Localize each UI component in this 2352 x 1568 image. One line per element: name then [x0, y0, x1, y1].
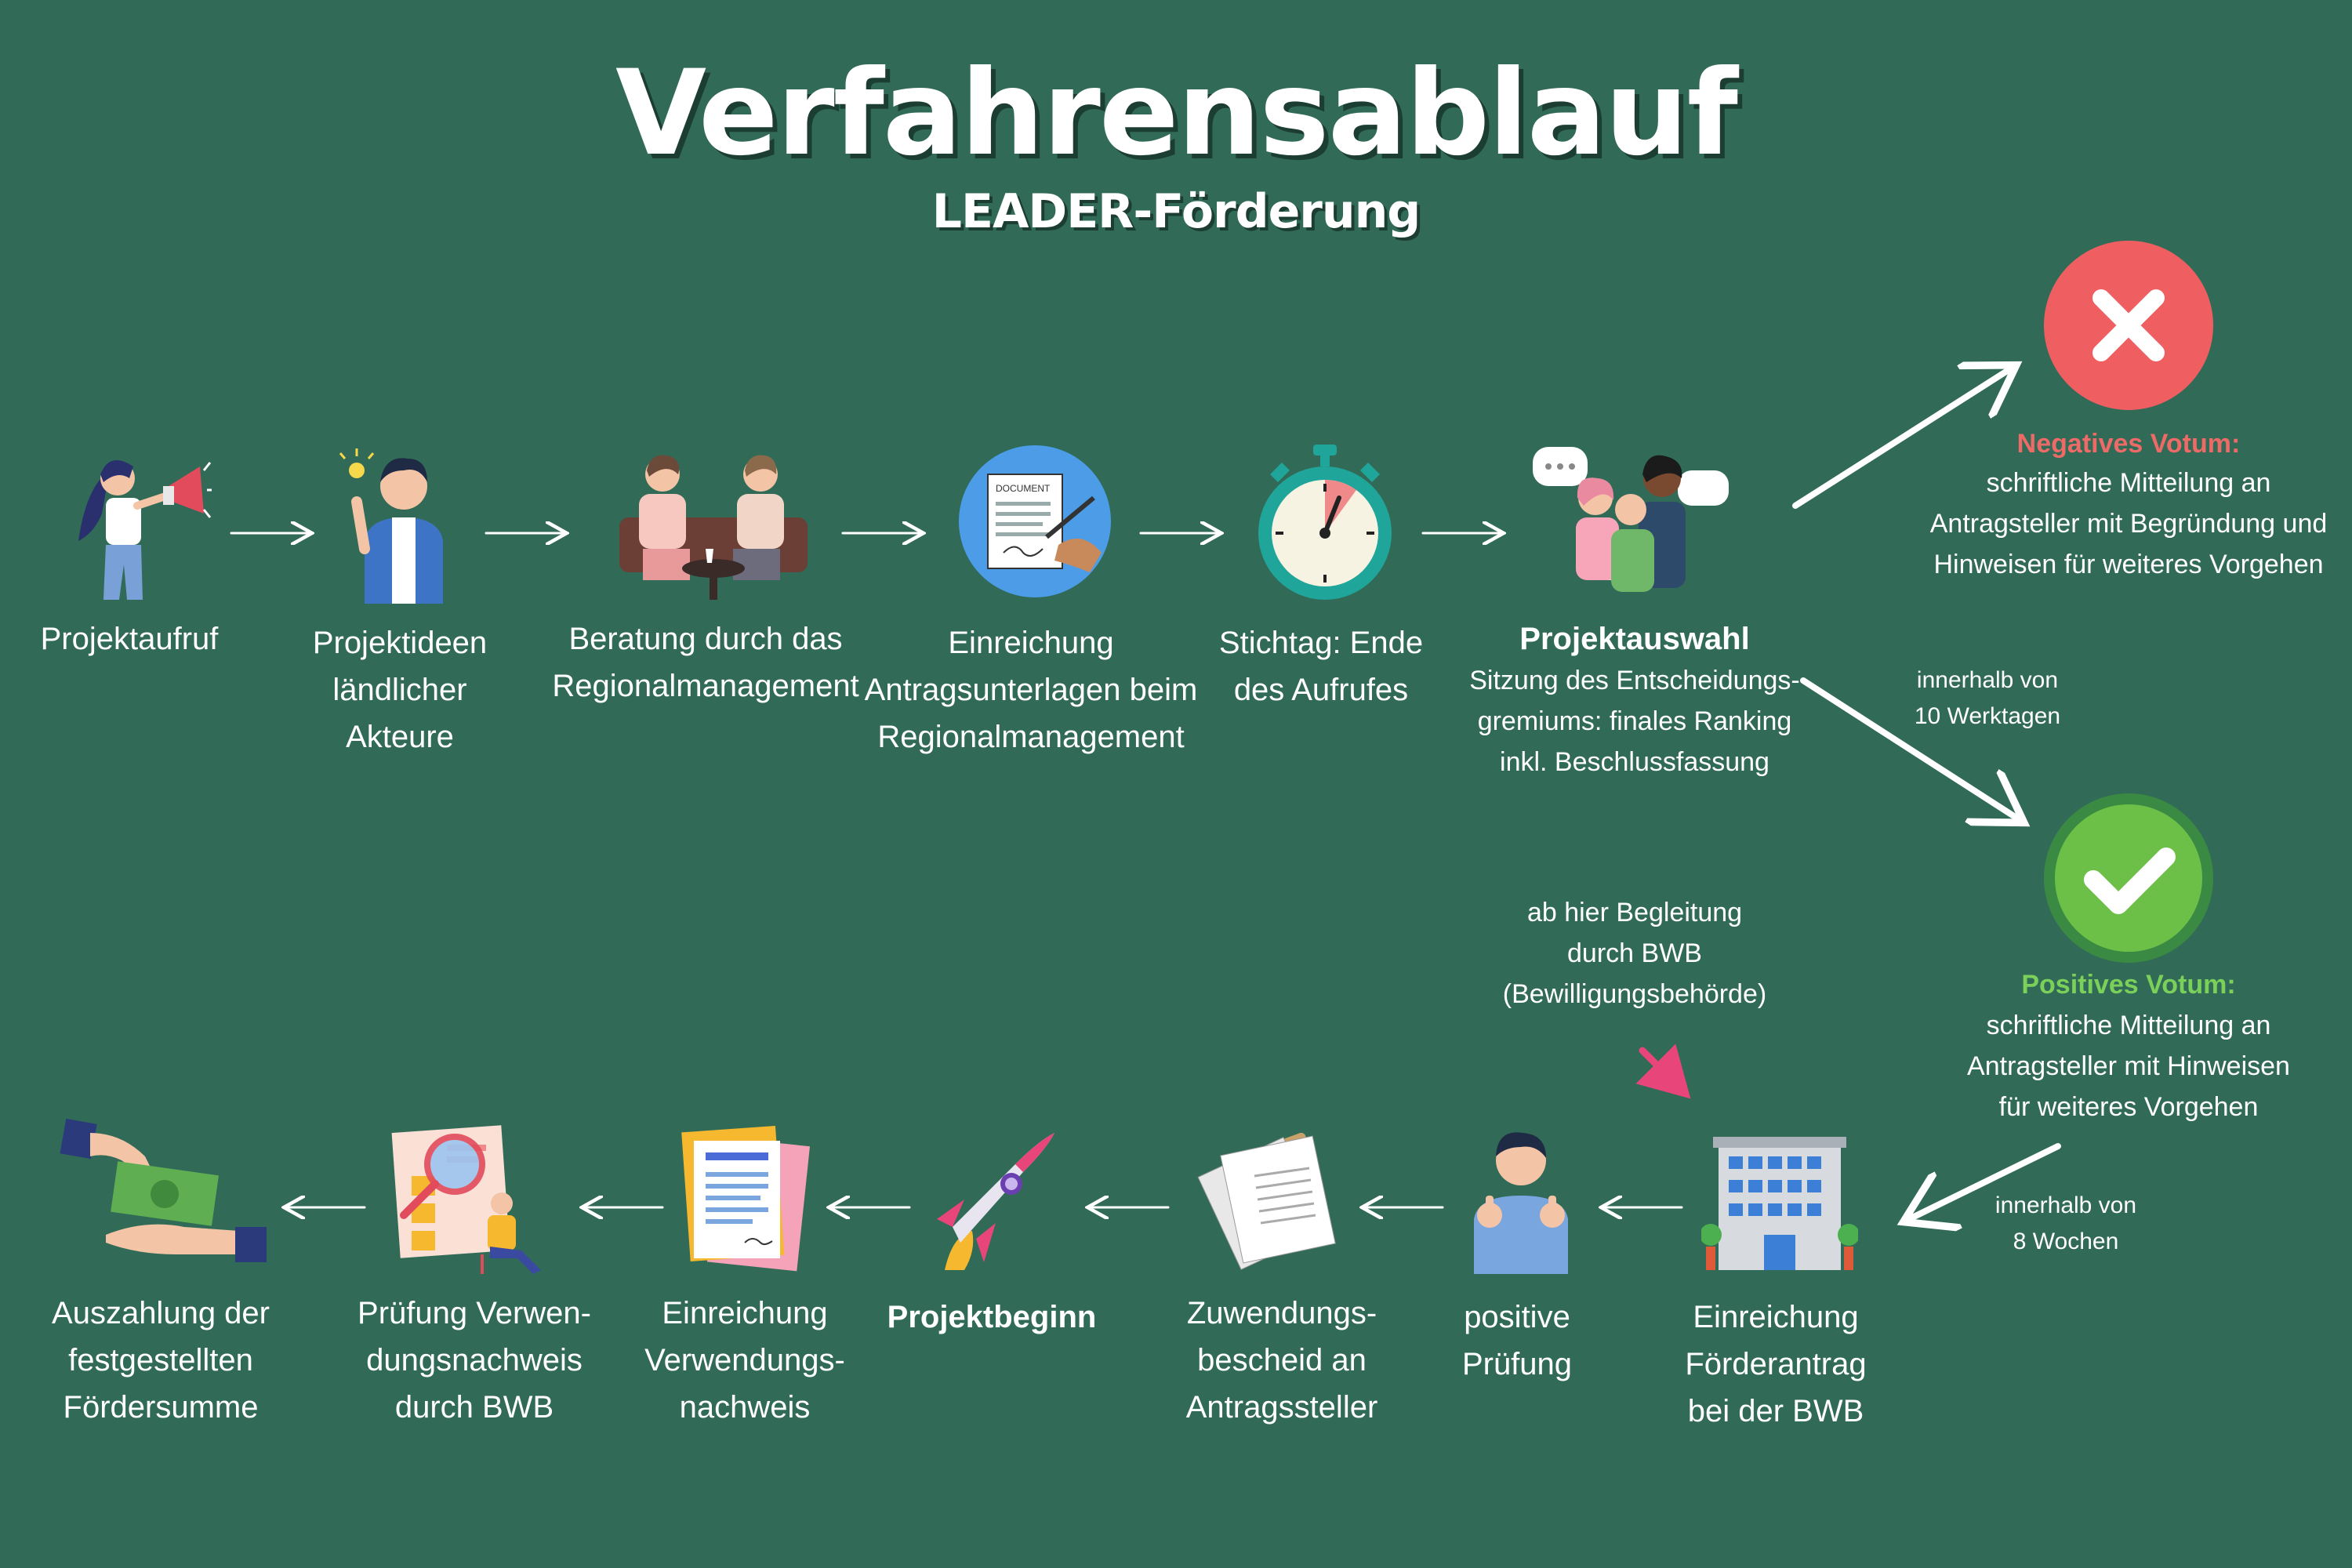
building-icon	[1701, 1137, 1858, 1270]
negative-x-icon	[2044, 241, 2213, 410]
page-subtitle: LEADER-Förderung	[931, 184, 1421, 239]
timing-10-werktage: innerhalb von 10 Werktagen	[1914, 667, 2061, 729]
megaphone-woman-icon	[78, 460, 212, 600]
step-projektaufruf: Projektaufruf	[40, 622, 219, 656]
audit-magnifier-icon	[391, 1125, 541, 1274]
idea-man-icon	[339, 448, 443, 604]
thumbs-up-man-icon	[1474, 1132, 1568, 1274]
positive-votum-title: Positives Votum:	[2021, 970, 2236, 1000]
step-einreichung-verwendungsnachweis: Einreichung Verwendungs- nachweis	[644, 1296, 845, 1425]
group-discussion-icon	[1533, 447, 1729, 592]
step-einreichung-antragsunterlagen: Einreichung Antragsunterlagen beim Regio…	[864, 626, 1198, 754]
papers-icon	[1197, 1132, 1336, 1270]
negative-votum-text: schriftliche Mitteilung an Antragsteller…	[1929, 468, 2328, 579]
step-auszahlung: Auszahlung der festgestellten Fördersumm…	[52, 1296, 270, 1425]
rocket-icon	[937, 1133, 1054, 1270]
stopwatch-icon	[1258, 445, 1392, 600]
projektauswahl-description: Sitzung des Entscheidungs- gremiums: fin…	[1469, 666, 1800, 777]
document-sign-icon: DOCUMENT	[959, 445, 1111, 597]
step-positive-pruefung: positive Prüfung	[1461, 1300, 1573, 1381]
positive-votum-text: schriftliche Mitteilung an Antragsteller…	[1967, 1011, 2290, 1122]
step-beratung: Beratung durch das Regionalmanagement	[552, 622, 859, 703]
consultation-icon	[619, 455, 808, 600]
step-zuwendungsbescheid: Zuwendungs- bescheid an Antragssteller	[1185, 1296, 1378, 1425]
page-title: Verfahrensablauf	[615, 45, 1738, 182]
step-pruefung-verwendungsnachweis: Prüfung Verwen- dungsnachweis durch BWB	[358, 1296, 591, 1425]
timing-8-wochen: innerhalb von 8 Wochen	[1994, 1192, 2137, 1254]
step-projektideen: Projektideen ländlicher Akteure	[312, 626, 488, 754]
step-stichtag: Stichtag: Ende des Aufrufes	[1218, 626, 1424, 707]
step-einreichung-foerderantrag: Einreichung Förderantrag bei der BWB	[1685, 1300, 1867, 1428]
step-projektauswahl: Projektauswahl	[1519, 622, 1750, 656]
svg-text:DOCUMENT: DOCUMENT	[996, 483, 1051, 494]
negative-votum-title: Negatives Votum:	[2016, 429, 2241, 459]
positive-check-icon	[2044, 793, 2213, 963]
money-hands-icon	[60, 1118, 267, 1262]
proof-documents-icon	[681, 1126, 811, 1272]
step-projektbeginn: Projektbeginn	[887, 1300, 1097, 1334]
bwb-note: ab hier Begleitung durch BWB (Bewilligun…	[1502, 898, 1767, 1009]
